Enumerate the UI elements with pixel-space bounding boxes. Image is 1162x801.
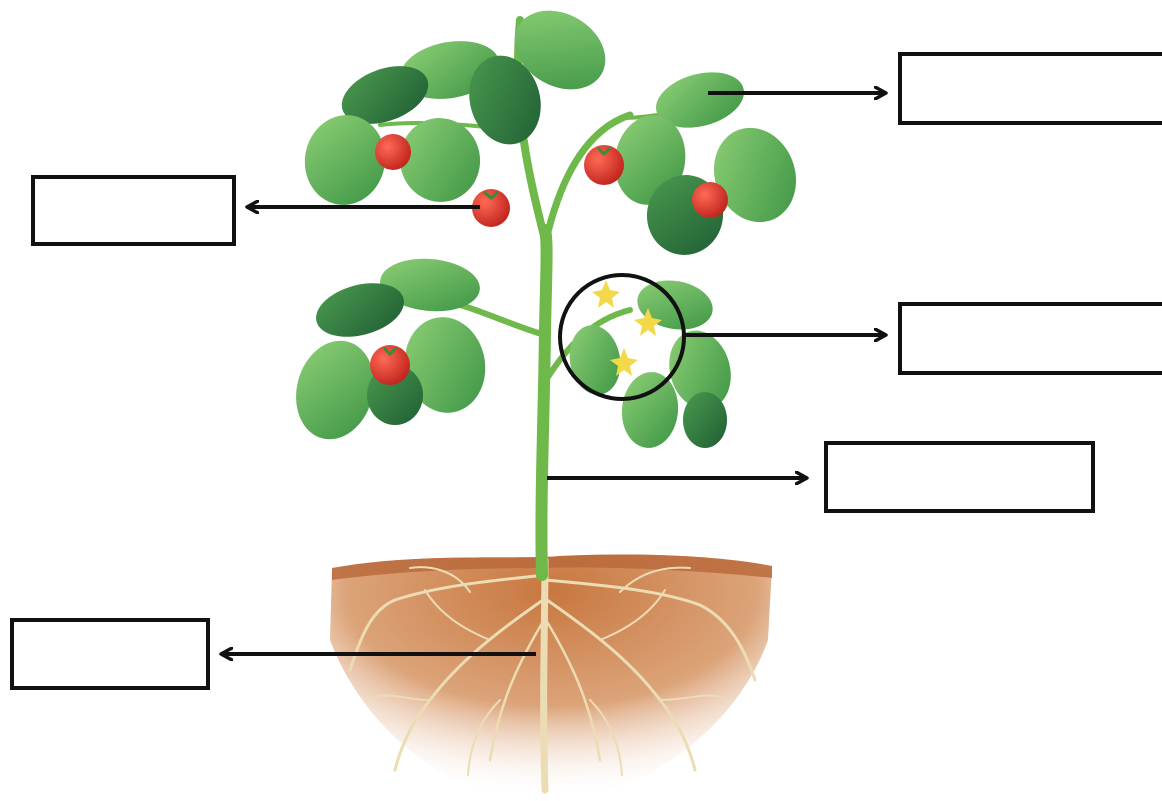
- flower-label-box[interactable]: [898, 302, 1162, 375]
- stem-label-box[interactable]: [824, 441, 1095, 513]
- fruit-label-box[interactable]: [31, 175, 236, 246]
- tomato: [584, 145, 624, 185]
- leaf-label-box[interactable]: [898, 52, 1162, 125]
- tomato: [692, 182, 728, 218]
- tomato: [370, 345, 410, 385]
- tomato: [375, 134, 411, 170]
- root-label-box[interactable]: [10, 618, 210, 690]
